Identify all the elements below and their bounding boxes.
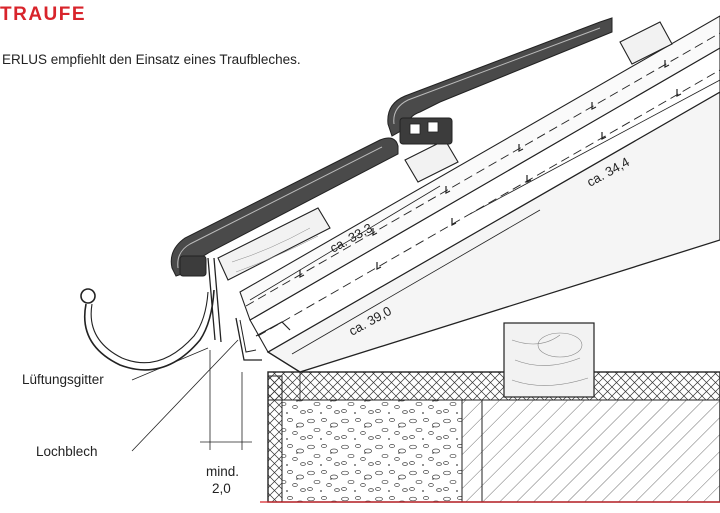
page-subtitle: ERLUS empfiehlt den Einsatz eines Traufb… xyxy=(2,52,301,67)
page-title: TRAUFE xyxy=(0,4,87,25)
roof-tiles xyxy=(170,17,613,277)
wall-plate-timber xyxy=(503,322,595,398)
counter-battens xyxy=(239,15,720,321)
masonry-wall xyxy=(260,371,720,503)
eaves-flashing xyxy=(207,257,291,361)
tile-battens xyxy=(217,21,673,281)
rafter xyxy=(266,91,720,373)
label-lueftungsgitter: Lüftungsgitter xyxy=(22,372,104,387)
dimension-lines xyxy=(131,79,720,452)
label-mind: mind. xyxy=(206,464,239,479)
label-mind-value: 2,0 xyxy=(212,481,231,496)
label-lochblech: Lochblech xyxy=(36,444,98,459)
rain-gutter xyxy=(80,288,215,371)
